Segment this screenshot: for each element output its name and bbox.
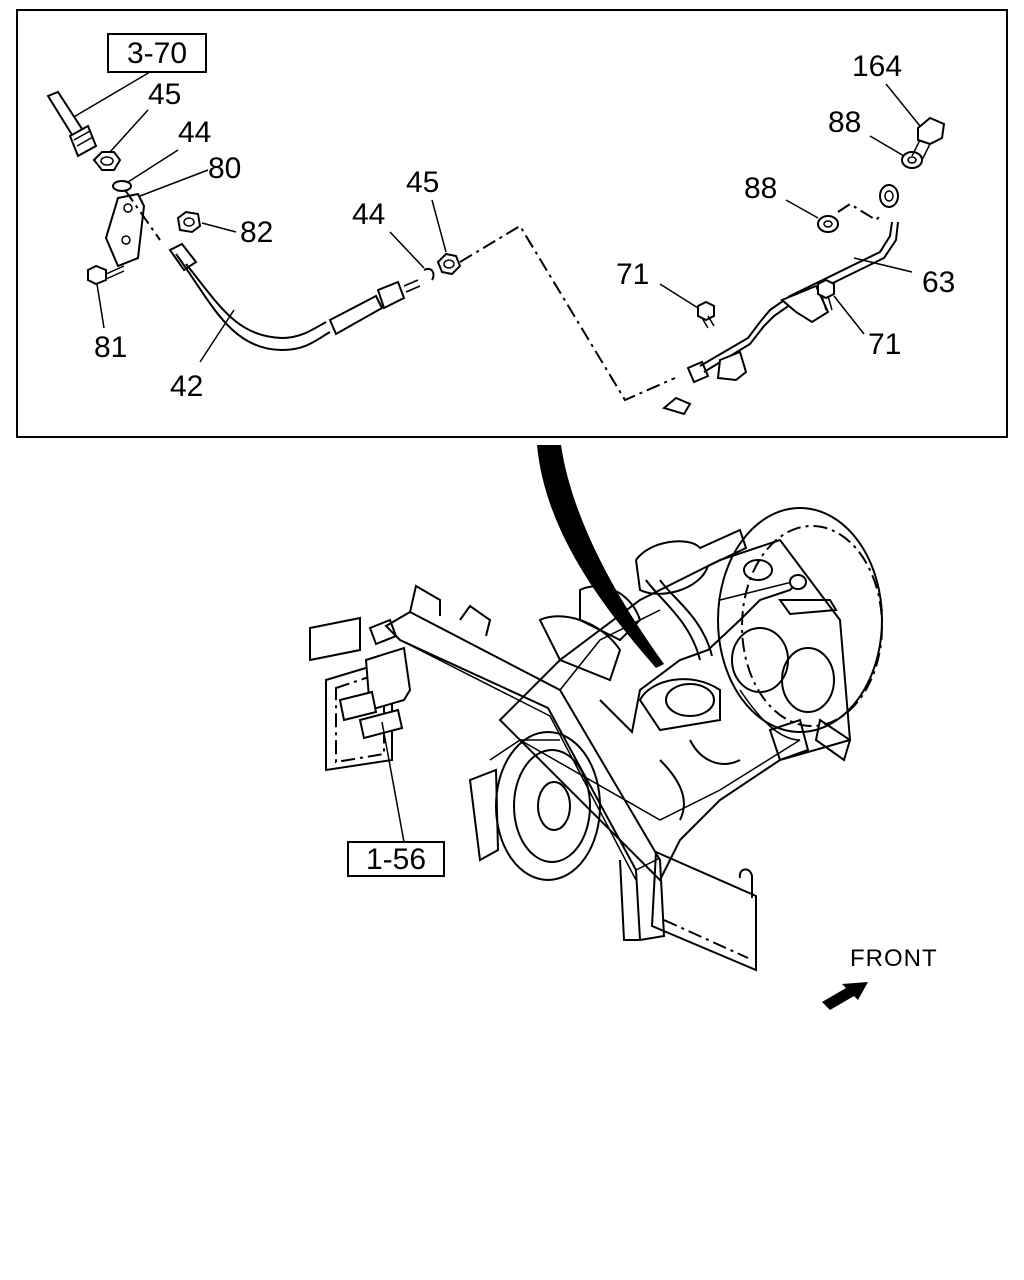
washer-44-upper [112,180,132,192]
pipe-63-installed [599,579,801,735]
leader-88-right [869,135,905,157]
assembly-line-80 [124,189,161,241]
hose-42 [168,242,421,352]
callout-80: 80 [208,152,241,185]
leader-80 [139,169,209,197]
callout-71-right: 71 [868,328,901,361]
callout-45-middle: 45 [406,166,439,199]
arrow-front-icon [822,982,868,1010]
ref-box-1-56 [347,841,445,877]
pipe-63 [661,184,899,416]
callout-71-left: 71 [616,258,649,291]
assembly-line-main [459,224,676,402]
crank-pulley [495,731,601,881]
radiator [650,850,757,972]
clip-lower [716,350,748,382]
leader-45-upper [109,109,149,153]
nut-45-middle [436,252,462,276]
callout-42: 42 [170,370,203,403]
engine-assembly: 1-56 [309,507,883,972]
washer-88-left [817,215,839,233]
leader-81 [96,283,105,329]
ref-box-3-70 [107,33,207,73]
front-label: FRONT [850,945,938,972]
leader-44-upper [127,149,179,183]
eye-fitting [879,184,899,208]
mount-bracket-1-56 [309,616,412,772]
leader-82 [201,222,237,233]
inset-frame [16,9,1008,438]
leader-45-middle [431,199,447,253]
washer-44-middle [423,268,435,281]
leader-63 [853,257,913,273]
bolt-81 [87,264,125,286]
frame-rail [384,584,666,942]
inset-pointer [537,445,664,668]
leader-1-56 [381,721,405,843]
leader-3-70 [71,71,151,119]
nut-45-upper [92,151,122,171]
callout-164: 164 [852,50,902,83]
callout-81: 81 [94,331,127,364]
leader-71-left [659,283,699,309]
leader-71-right [833,295,865,335]
engine-block [498,538,852,882]
leader-42 [199,309,235,363]
bolt-71-right [817,278,835,311]
hose-fitting [46,90,98,158]
leader-44-middle [389,231,425,269]
callout-45-upper: 45 [148,78,181,111]
flywheel-housing [717,507,883,733]
clip-upper [780,284,830,324]
nut-82 [176,210,202,234]
callout-88-right: 88 [828,106,861,139]
detail-inset: 3-70 45 44 80 [16,9,1008,438]
callout-82: 82 [240,216,273,249]
leader-164 [885,83,921,127]
bolt-164 [911,116,946,161]
callout-88-left: 88 [744,172,777,205]
leader-88-left [785,199,819,219]
callout-63: 63 [922,266,955,299]
bolt-71-left [697,300,715,329]
callout-44-upper: 44 [178,116,211,149]
assembly-line-88 [837,202,883,222]
ref-label-1-56: 1-56 [366,843,426,876]
bracket-80 [104,192,146,268]
ref-label-3-70: 3-70 [127,37,187,70]
callout-44-middle: 44 [352,198,385,231]
